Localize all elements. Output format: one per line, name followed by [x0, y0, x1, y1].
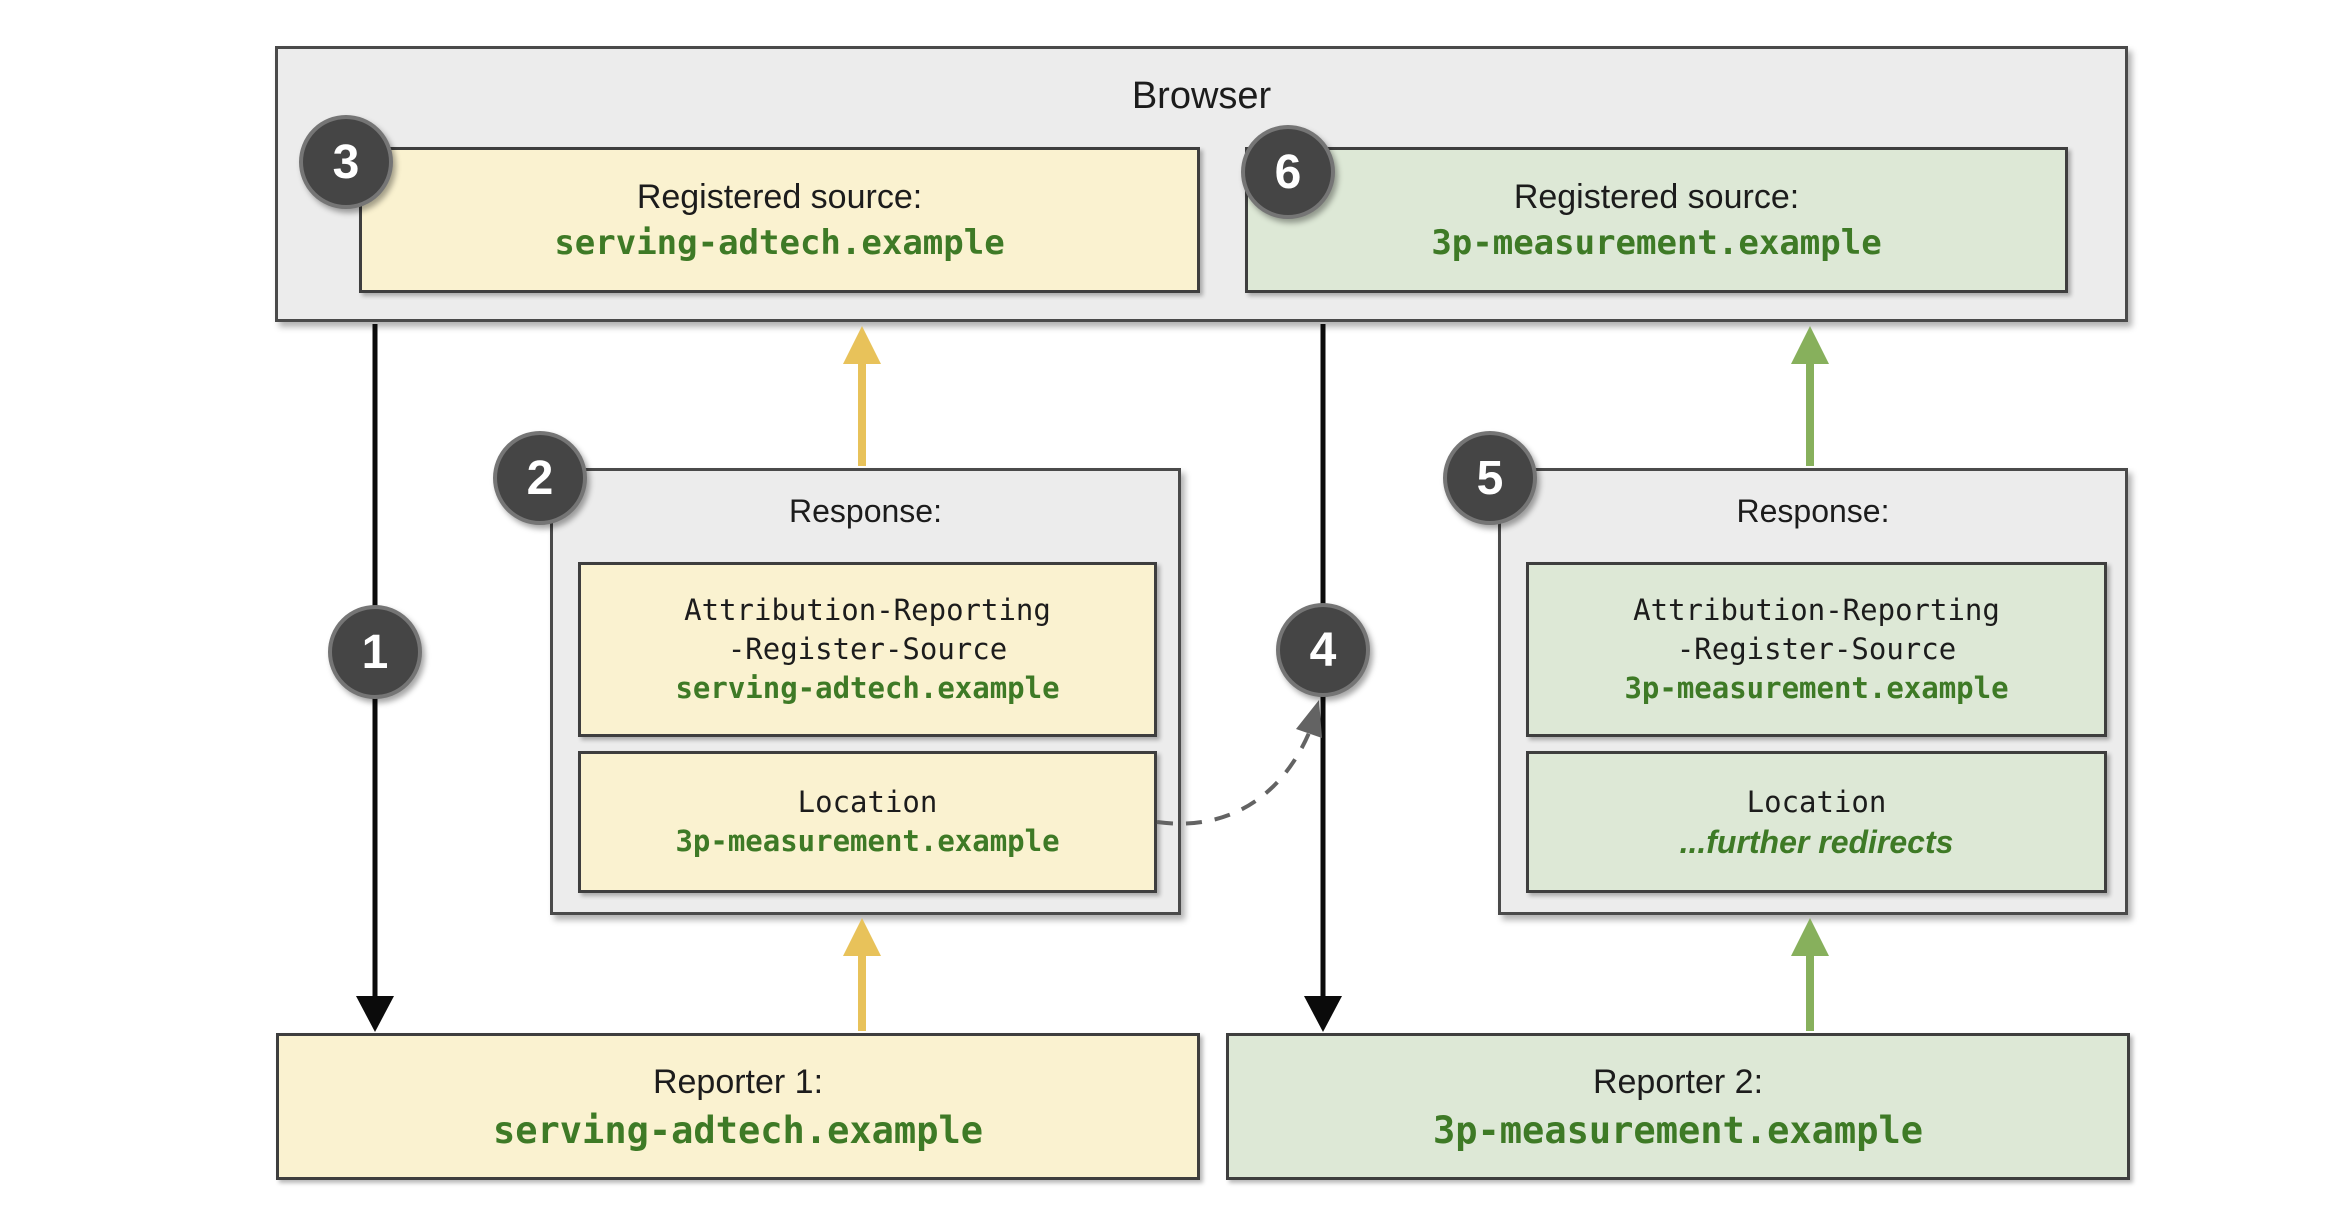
- reporter-1-label: Reporter 1:: [652, 1062, 824, 1101]
- response2-to-browser-arrow-head: [1791, 326, 1829, 364]
- arrow-4-head: [1304, 996, 1342, 1032]
- step-badge-2-number: 2: [526, 451, 554, 505]
- step-badge-2: 2: [493, 431, 587, 525]
- step-badge-3: 3: [299, 115, 393, 209]
- response-2-location-value: ...further redirects: [1679, 823, 1954, 860]
- response-1-header-line1: Attribution-Reporting: [684, 593, 1051, 627]
- reporter-2-label: Reporter 2:: [1592, 1062, 1764, 1101]
- response-2-header-box: Attribution-Reporting -Register-Source 3…: [1526, 562, 2107, 737]
- response-1-location-value: 3p-measurement.example: [675, 824, 1060, 858]
- arrow-1-head: [356, 996, 394, 1032]
- response-2-location-box: Location ...further redirects: [1526, 751, 2107, 893]
- registered-source-card-1: Registered source: serving-adtech.exampl…: [359, 147, 1200, 293]
- reporter1-to-response-arrow-head: [843, 918, 881, 956]
- registered-source-2-domain: 3p-measurement.example: [1431, 223, 1882, 263]
- response-2-header-value: 3p-measurement.example: [1624, 671, 2009, 705]
- response-2-location-label: Location: [1746, 784, 1887, 819]
- step-badge-6-number: 6: [1274, 145, 1302, 199]
- location-redirect-dashed-head: [1296, 700, 1322, 738]
- step-badge-1-number: 1: [361, 625, 389, 679]
- response-2-title: Response:: [1736, 493, 1890, 529]
- step-badge-6: 6: [1241, 125, 1335, 219]
- response1-to-browser-arrow-head: [843, 326, 881, 364]
- response-1-header-box: Attribution-Reporting -Register-Source s…: [578, 562, 1157, 737]
- response-2-header-line1: Attribution-Reporting: [1633, 593, 2000, 627]
- step-badge-5-number: 5: [1476, 451, 1504, 505]
- registered-source-card-2: Registered source: 3p-measurement.exampl…: [1245, 147, 2068, 293]
- response-1-location-box: Location 3p-measurement.example: [578, 751, 1157, 893]
- reporter2-to-response-arrow-head: [1791, 918, 1829, 956]
- registered-source-1-label: Registered source:: [636, 178, 923, 216]
- browser-title: Browser: [1131, 75, 1272, 117]
- step-badge-5: 5: [1443, 431, 1537, 525]
- reporter-card-1: Reporter 1: serving-adtech.example: [276, 1033, 1200, 1180]
- response-2-header-line2: -Register-Source: [1676, 632, 1957, 666]
- response-1-header-value: serving-adtech.example: [675, 671, 1060, 705]
- registered-source-2-label: Registered source:: [1513, 178, 1800, 216]
- step-badge-3-number: 3: [332, 135, 360, 189]
- response-1-title: Response:: [789, 493, 942, 529]
- reporter-1-domain: serving-adtech.example: [492, 1108, 984, 1152]
- registered-source-1-domain: serving-adtech.example: [554, 223, 1005, 263]
- step-badge-4-number: 4: [1309, 623, 1337, 677]
- reporter-2-domain: 3p-measurement.example: [1432, 1108, 1924, 1152]
- response-1-header-line2: -Register-Source: [727, 632, 1008, 666]
- reporter-card-2: Reporter 2: 3p-measurement.example: [1226, 1033, 2130, 1180]
- step-badge-4: 4: [1276, 603, 1370, 697]
- step-badge-1: 1: [328, 605, 422, 699]
- response-1-location-label: Location: [797, 785, 938, 819]
